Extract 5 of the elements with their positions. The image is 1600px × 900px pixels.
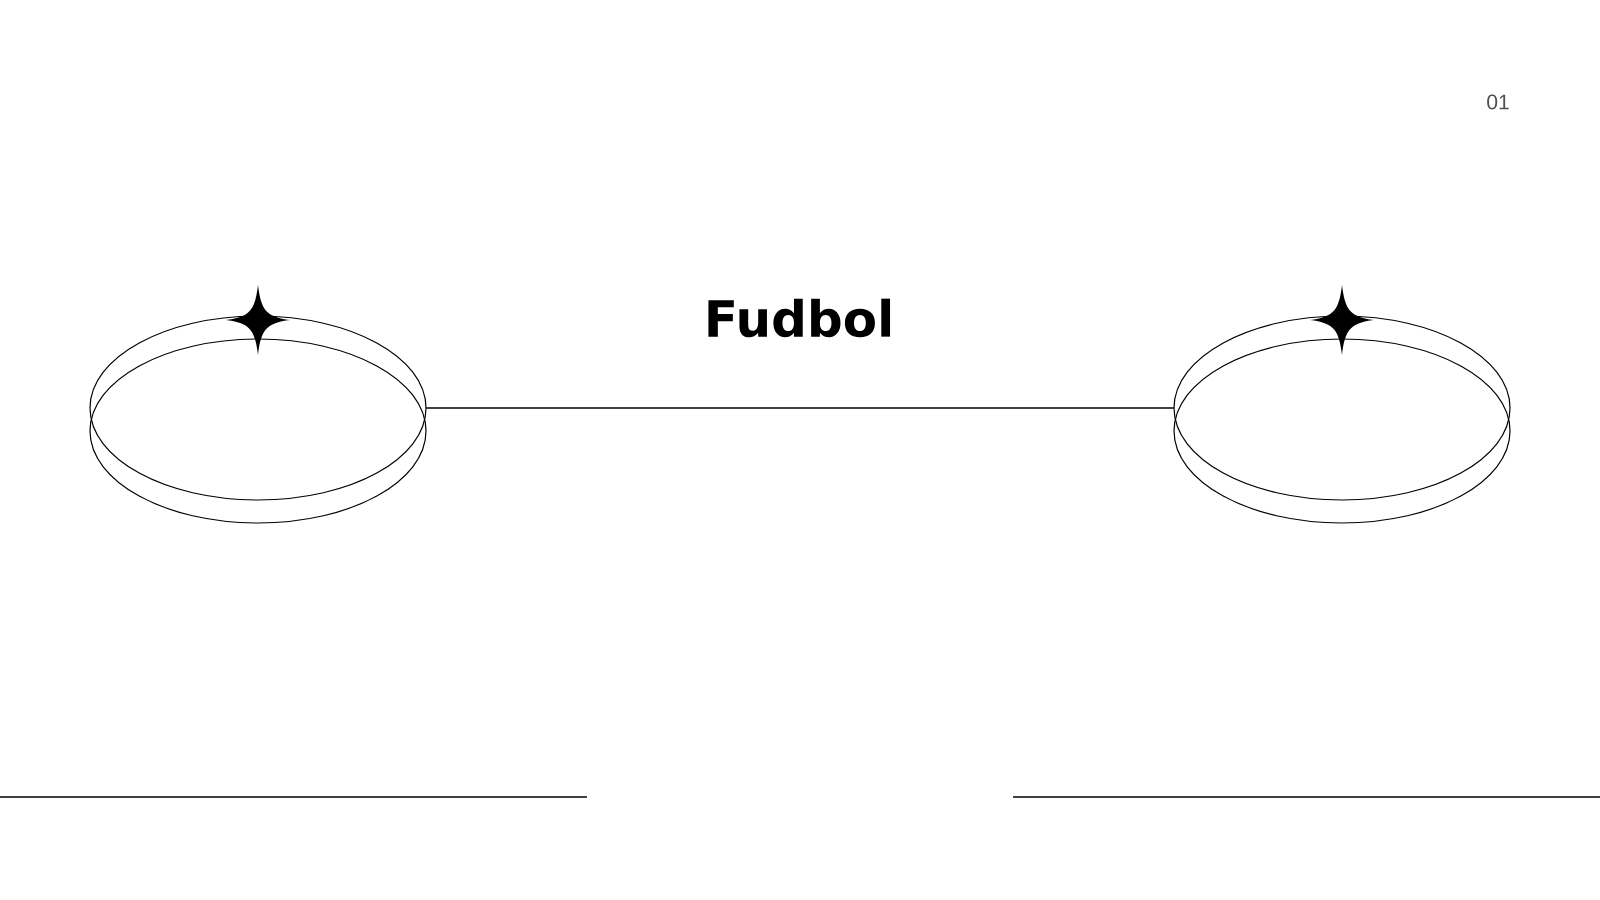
ring-drawing — [1173, 285, 1511, 524]
ring-drawing — [89, 285, 427, 524]
connector-line — [425, 407, 1175, 409]
title: Fudbol — [708, 298, 891, 338]
page-number: 01 — [1487, 94, 1509, 110]
